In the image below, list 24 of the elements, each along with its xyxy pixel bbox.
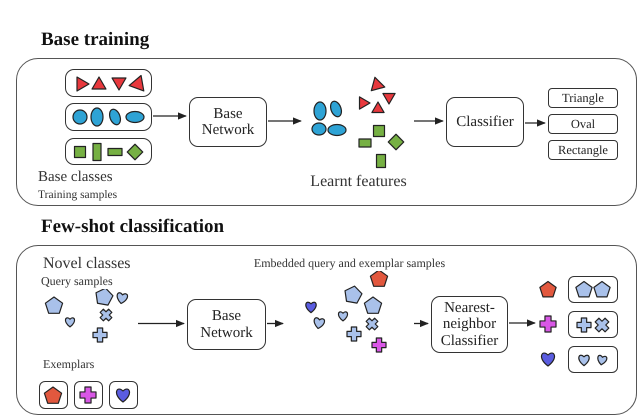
arrow xyxy=(525,119,546,127)
text-label: Base classes xyxy=(38,169,113,186)
process-box: Base Network xyxy=(187,299,266,350)
text-label: Exemplars xyxy=(43,357,94,372)
section-heading: Few-shot classification xyxy=(41,216,224,238)
process-box: Nearest-neighbor Classifier xyxy=(431,296,508,353)
arrow xyxy=(268,117,302,125)
arrow xyxy=(153,112,187,120)
process-box: Base Network xyxy=(189,97,267,147)
arrow xyxy=(414,117,444,125)
process-box: Classifier xyxy=(446,97,524,147)
arrow xyxy=(267,320,284,328)
section-heading: Base training xyxy=(41,29,150,51)
class-label-box: Rectangle xyxy=(548,140,618,160)
text-label: Training samples xyxy=(38,189,118,201)
class-label-box: Oval xyxy=(548,114,618,134)
text-label: Novel classes xyxy=(43,255,131,273)
arrow xyxy=(509,319,536,327)
class-label-box: Triangle xyxy=(548,88,618,108)
cluster-caption: Learnt features xyxy=(310,173,407,192)
cluster-caption: Embedded query and exemplar samples xyxy=(254,257,446,271)
arrow xyxy=(138,320,185,328)
arrow xyxy=(414,320,429,328)
cluster-caption: Query samples xyxy=(41,275,113,289)
